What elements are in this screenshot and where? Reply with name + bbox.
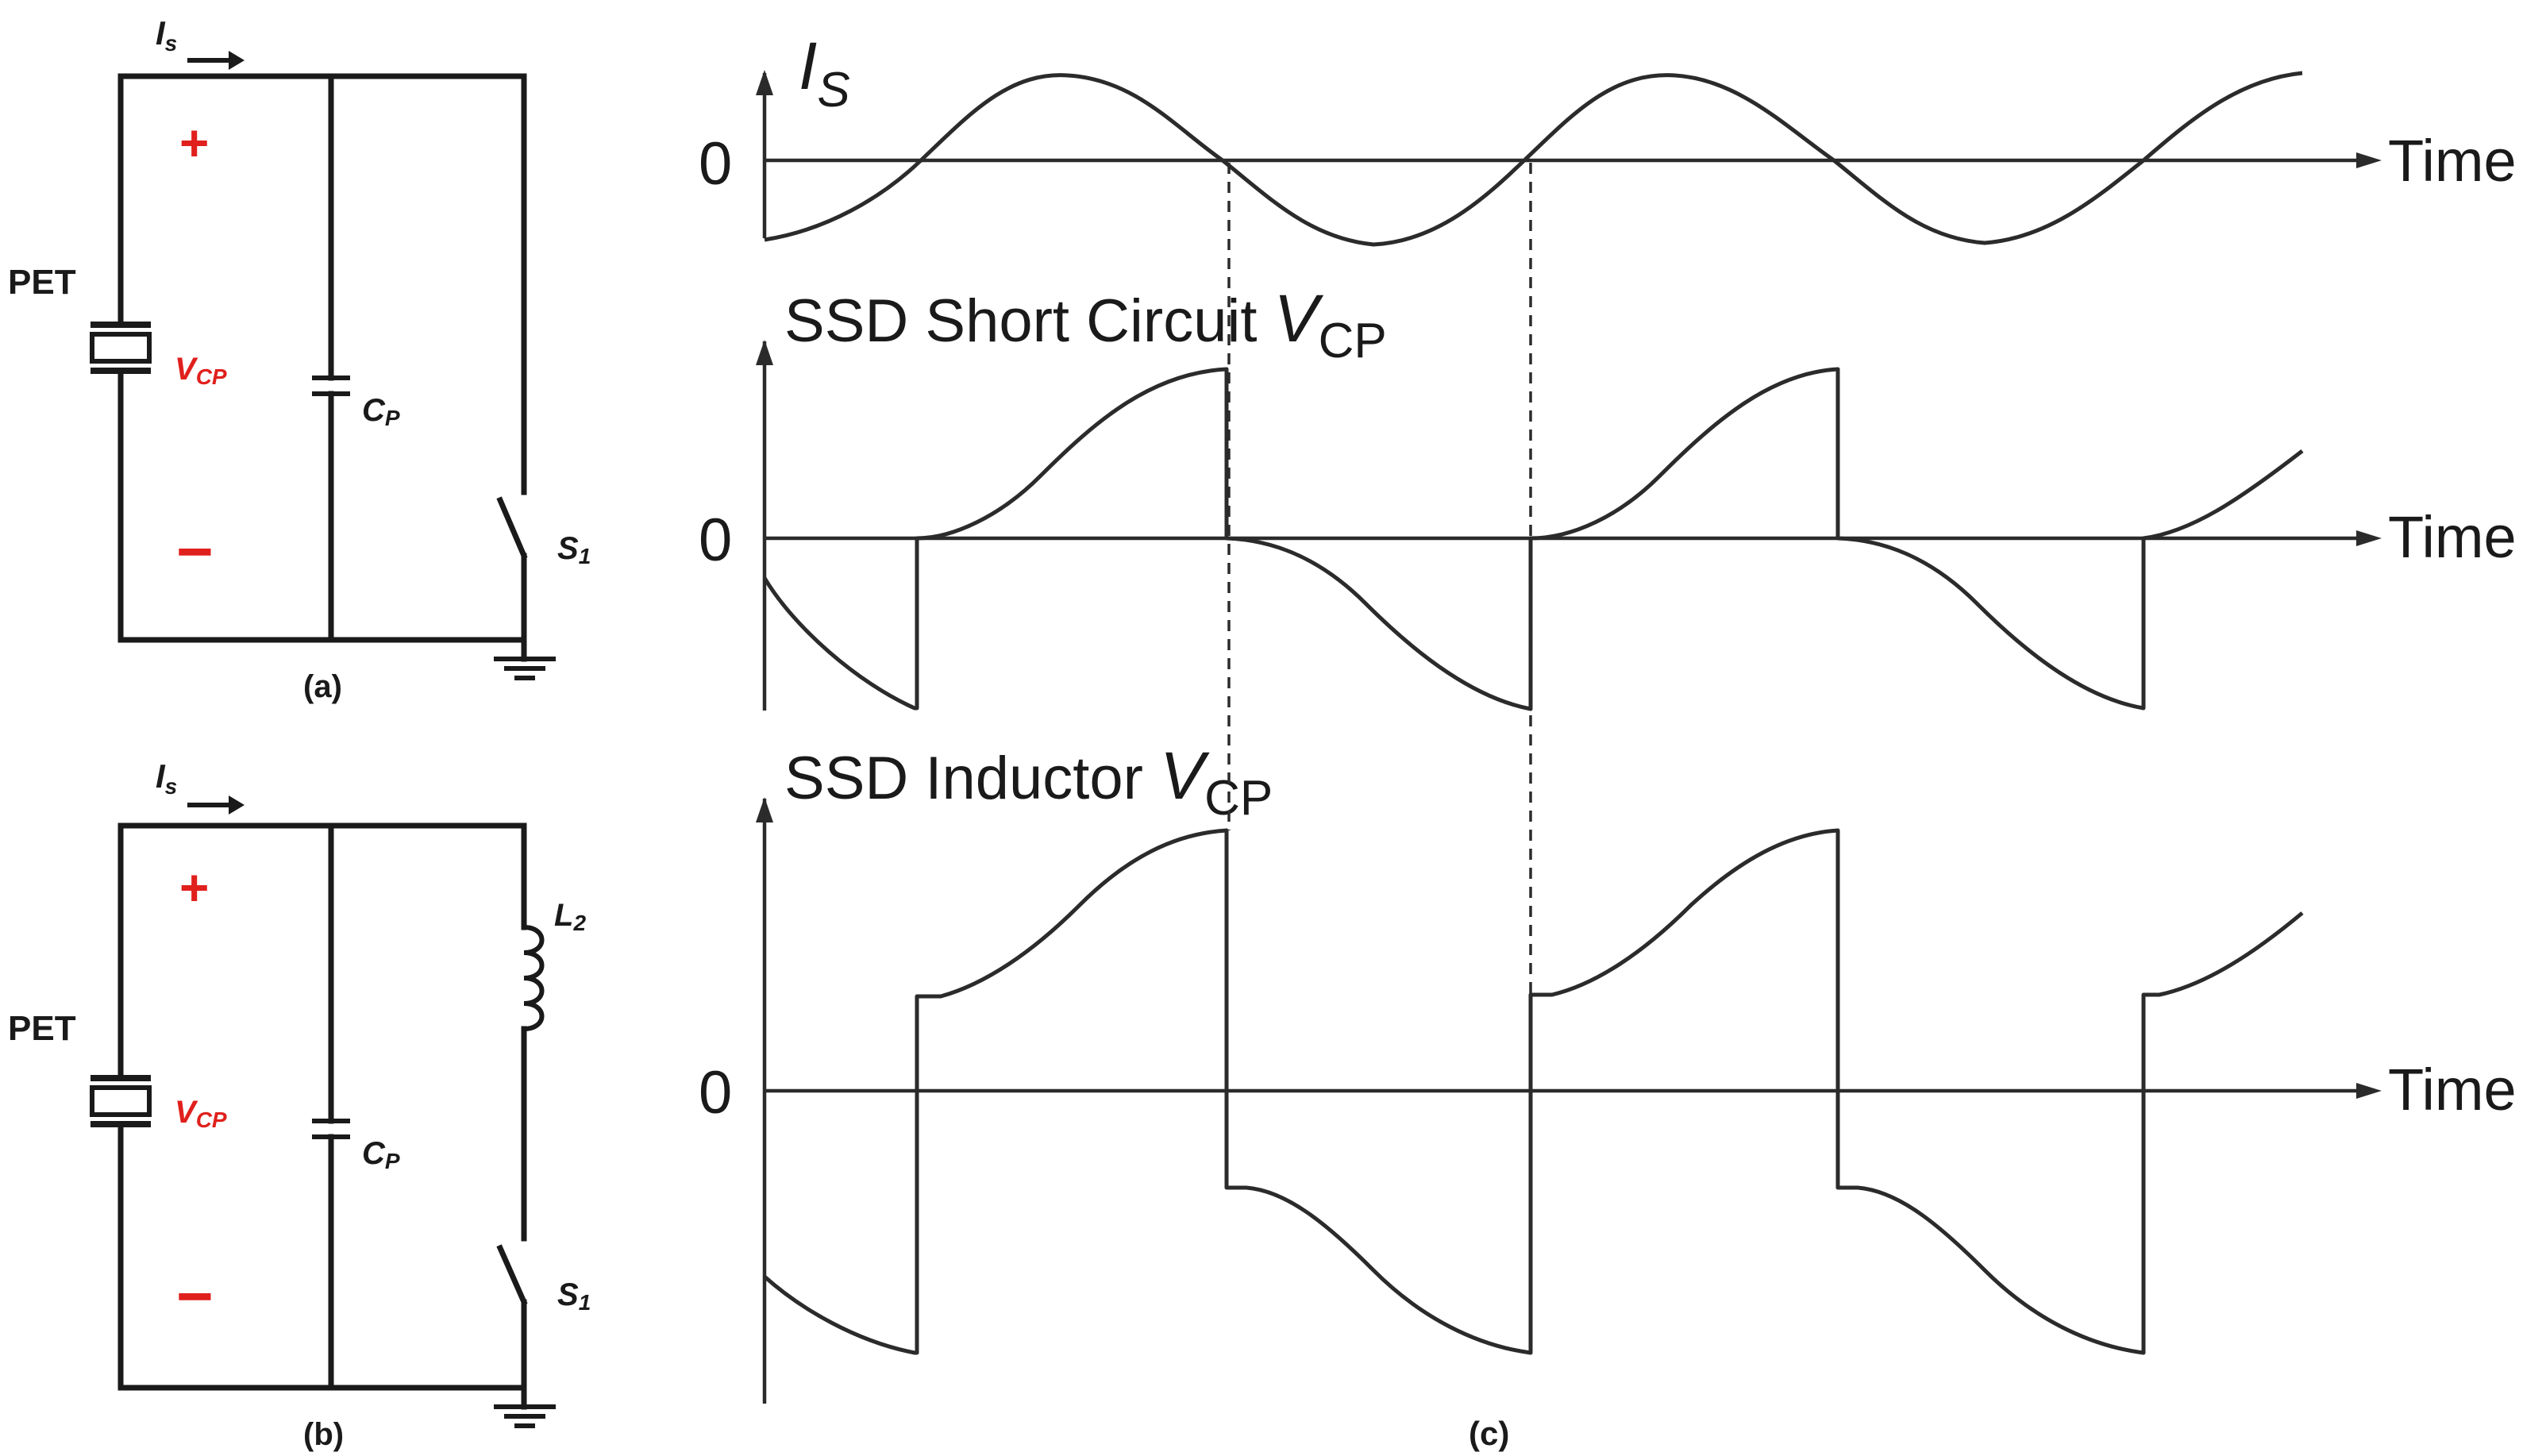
circuit-a-caption: (a) xyxy=(303,669,342,704)
panel-2-zero-label: 0 xyxy=(699,507,732,574)
waveforms: IS 0 Time SSD Short Circuit VCP 0 Time S… xyxy=(699,29,2517,1452)
circuit-a-ground-icon xyxy=(494,637,556,680)
circuit-b-minus: − xyxy=(176,1261,214,1331)
circuit-a-switch xyxy=(496,496,528,560)
waveform-panel-current: IS 0 Time xyxy=(699,29,2517,247)
panel-3-x-arrow-icon xyxy=(2356,1083,2382,1099)
circuit-b-current-label: Is xyxy=(156,757,177,799)
circuit-b-current-arrow-icon xyxy=(187,795,245,815)
panel-2-x-arrow-icon xyxy=(2356,530,2382,546)
circuit-b-capacitor xyxy=(312,1119,350,1139)
panel-1-y-arrow-icon xyxy=(756,70,773,95)
circuit-a-minus: − xyxy=(176,516,214,587)
waveform-panel-short-circuit: SSD Short Circuit VCP 0 Time xyxy=(699,281,2517,711)
circuit-b-ground-icon xyxy=(494,1385,556,1428)
circuit-a: Is + − PET VCP CP S1 (a) xyxy=(8,14,591,704)
panel-1-time-label: Time xyxy=(2388,128,2517,194)
circuit-b-plus: + xyxy=(179,859,209,916)
circuit-a-current-arrow-icon xyxy=(187,51,245,70)
circuit-b-pet-element xyxy=(90,1075,152,1127)
panel-3-time-label: Time xyxy=(2388,1057,2517,1123)
panel-3-zero-label: 0 xyxy=(699,1059,732,1127)
circuit-b-caption: (b) xyxy=(303,1417,344,1452)
circuit-b-voltage-label: VCP xyxy=(175,1095,227,1132)
panel-2-y-arrow-icon xyxy=(756,340,773,365)
circuit-b-inductor xyxy=(523,925,545,1031)
circuit-a-cap-label: CP xyxy=(362,393,400,430)
circuit-a-voltage-label: VCP xyxy=(175,352,227,389)
circuit-a-switch-label: S1 xyxy=(557,531,591,568)
panel-2-time-label: Time xyxy=(2388,504,2517,570)
circuit-a-current-label: Is xyxy=(156,14,177,56)
circuit-b-switch-label: S1 xyxy=(557,1277,591,1315)
circuit-a-capacitor xyxy=(312,376,350,396)
panel-3-y-arrow-icon xyxy=(756,797,773,822)
inductor-waveform xyxy=(763,828,2304,1355)
circuit-a-pet-element xyxy=(90,322,152,384)
panel-2-title: SSD Short Circuit VCP xyxy=(784,281,1387,368)
panel-1-x-arrow-icon xyxy=(2356,152,2382,168)
circuit-b-cap-label: CP xyxy=(362,1136,400,1173)
panel-1-zero-label: 0 xyxy=(699,130,732,198)
circuit-a-source-label: PET xyxy=(8,263,76,302)
current-waveform xyxy=(764,71,2303,247)
circuit-b-switch xyxy=(496,1244,528,1306)
short-circuit-waveform xyxy=(762,367,2304,711)
panel-3-title: SSD Inductor VCP xyxy=(784,738,1273,826)
circuit-b-inductor-label: L2 xyxy=(554,898,586,935)
circuit-b: Is + − PET VCP CP L2 S1 (b) xyxy=(8,757,591,1452)
circuit-a-plus: + xyxy=(179,114,209,171)
circuit-b-source-label: PET xyxy=(8,1009,76,1048)
waveforms-caption: (c) xyxy=(1469,1415,1509,1452)
waveform-panel-inductor: SSD Inductor VCP 0 Time xyxy=(699,738,2517,1404)
panel-1-title: IS xyxy=(799,29,850,117)
